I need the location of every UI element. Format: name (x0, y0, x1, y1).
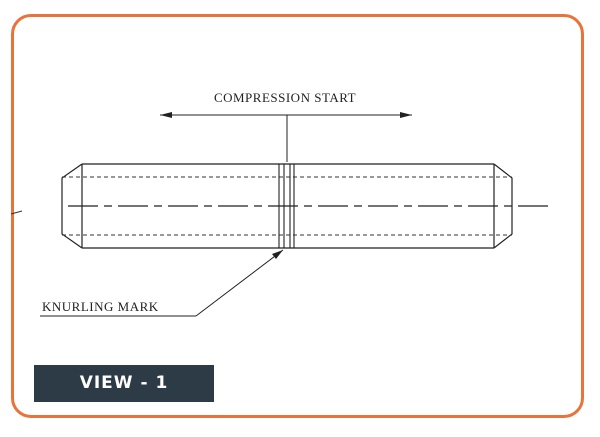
knurling-mark-band (278, 164, 295, 248)
threaded-bar (61, 163, 513, 249)
compression-start-dimension (160, 112, 412, 162)
drawing-frame (11, 14, 584, 418)
bar-left-end (61, 163, 83, 249)
knurling-mark-label: KNURLING MARK (42, 299, 159, 314)
view-label: VIEW - 1 (34, 365, 214, 402)
compression-start-label: COMPRESSION START (214, 90, 356, 105)
thread-root-lines (62, 176, 512, 236)
frame-tick (10, 210, 23, 215)
knurling-mark-leader (40, 249, 284, 317)
